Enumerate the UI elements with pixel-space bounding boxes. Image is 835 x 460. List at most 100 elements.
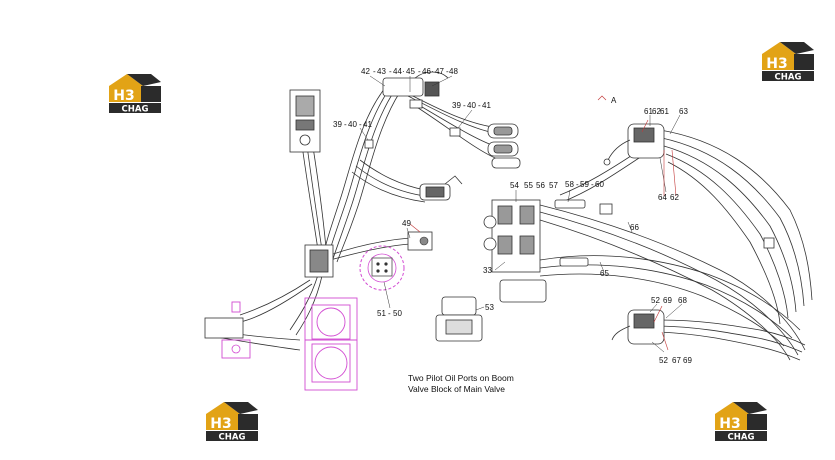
callout-61b: 61: [660, 107, 669, 116]
left-panel-part-1: [295, 95, 315, 117]
leader-68: [665, 303, 683, 319]
valve-fitting-top: [409, 99, 423, 109]
logo-sub-text: CHAG: [122, 105, 149, 115]
caption-line-2: Valve Block of Main Valve: [408, 384, 505, 394]
magenta-ring-outer: [359, 245, 405, 291]
h3-chag-logo-icon: H3 CHAG: [206, 402, 258, 442]
top-valve-cluster: [382, 71, 449, 109]
sep: -: [463, 101, 466, 110]
clamp-3: [449, 127, 461, 137]
valve-fitting-65: [559, 257, 589, 267]
hose-right-6: [539, 273, 785, 347]
callout-51: 51: [377, 309, 386, 318]
callout-labels: 42 - 43 - 44 · 45 - 46 · 47 - 48 39 - 40…: [333, 67, 692, 365]
callout-69b: 69: [683, 356, 692, 365]
hose-lr-2: [659, 325, 803, 353]
main-control-valve: [483, 199, 589, 273]
mid-valve: [419, 175, 463, 201]
hose-to-49-a: [329, 237, 411, 256]
hose-to-49-b: [329, 243, 411, 261]
clamp-2: [763, 237, 775, 249]
red-leader-61: [641, 119, 649, 133]
manifold-core: [309, 249, 329, 273]
sep: -: [478, 101, 481, 110]
callout-62a: 62: [652, 107, 661, 116]
logo-roof: [206, 402, 240, 414]
leader-53: [475, 306, 485, 311]
hose-lower-d: [239, 283, 313, 323]
logo-body-dark: [141, 86, 161, 102]
leader-lines: [359, 75, 683, 353]
joystick-ur-knob: [603, 158, 611, 166]
valve-spool-2: [519, 205, 535, 225]
logo-roof: [762, 42, 796, 54]
logo-main-text: H3: [766, 56, 787, 72]
callout-65: 65: [600, 269, 609, 278]
hose-lr-1: [659, 319, 806, 346]
valve-spool-4: [519, 235, 535, 255]
leader-51: [383, 281, 391, 309]
callout-56: 56: [536, 181, 545, 190]
joystick-upper-right: [603, 123, 665, 166]
callout-47: 47: [435, 67, 444, 76]
logo-body-dark: [747, 414, 767, 430]
logo-band: [109, 103, 161, 113]
left-panel: [289, 89, 321, 153]
logo-roof-shadow: [224, 402, 258, 414]
joystick-ur-top: [633, 127, 655, 143]
sep: -: [576, 180, 579, 189]
part-51-block: [371, 257, 393, 277]
valve-port-left-1: [483, 215, 497, 229]
logo-roof-shadow: [733, 402, 767, 414]
valve-pair-upper-2-core: [493, 144, 513, 154]
hose-mid-b: [355, 165, 426, 197]
callout-A: A: [611, 96, 617, 105]
leader-33: [494, 261, 506, 271]
brand-logo-bottom-right: H3 CHAG: [713, 400, 769, 442]
callout-67: 67: [672, 356, 681, 365]
hose-right-2: [539, 211, 799, 356]
leader-64: [659, 157, 667, 193]
sep: ·: [402, 67, 405, 76]
bolt-3: [376, 269, 380, 273]
leader-48: [431, 75, 453, 87]
brand-logo-bottom-left: H3 CHAG: [204, 400, 260, 442]
pedal-head-top: [424, 81, 440, 97]
leader-41a: [359, 127, 369, 141]
hose-to-valve-d: [411, 103, 501, 161]
valve-fitting-58: [554, 199, 586, 209]
callout-43: 43: [377, 67, 386, 76]
frame-upper-circle: [316, 307, 346, 337]
red-leader-62: [671, 149, 677, 197]
logo-sub-text: CHAG: [775, 73, 802, 83]
hose-mid-a: [359, 159, 426, 191]
callout-52a: 52: [651, 296, 660, 305]
center-left-manifold: [304, 244, 334, 278]
callout-64: 64: [658, 193, 667, 202]
cover-plate: [499, 279, 547, 303]
clamp-1: [599, 203, 613, 215]
callout-42: 42: [361, 67, 370, 76]
brand-logo-top-left: H3 CHAG: [107, 72, 163, 114]
red-leader-69: [653, 305, 663, 323]
hose-mid-c: [351, 171, 426, 203]
logo-band: [715, 431, 767, 441]
right-valves-upper: [487, 123, 521, 169]
hose-right-3: [539, 219, 791, 361]
brand-logo-top-right: H3 CHAG: [760, 40, 816, 82]
callout-61a: 61: [644, 107, 653, 116]
h3-chag-logo-icon: H3 CHAG: [762, 42, 814, 83]
leader-52a: [649, 303, 658, 313]
valve-block-top: [382, 77, 424, 97]
logo-roof: [715, 402, 749, 414]
sep: -: [388, 309, 391, 318]
caption-line-1: Two Pilot Oil Ports on Boom: [408, 373, 514, 383]
logo-body-dark: [238, 414, 258, 430]
left-panel-knob: [299, 134, 311, 146]
hose-ur-3: [663, 145, 797, 313]
callout-46: 46: [422, 67, 431, 76]
callout-44: 44: [393, 67, 402, 76]
mid-valve-lever: [444, 175, 463, 185]
hose-ur-to-valve-b: [561, 155, 643, 203]
part-49-assembly: [359, 231, 433, 291]
